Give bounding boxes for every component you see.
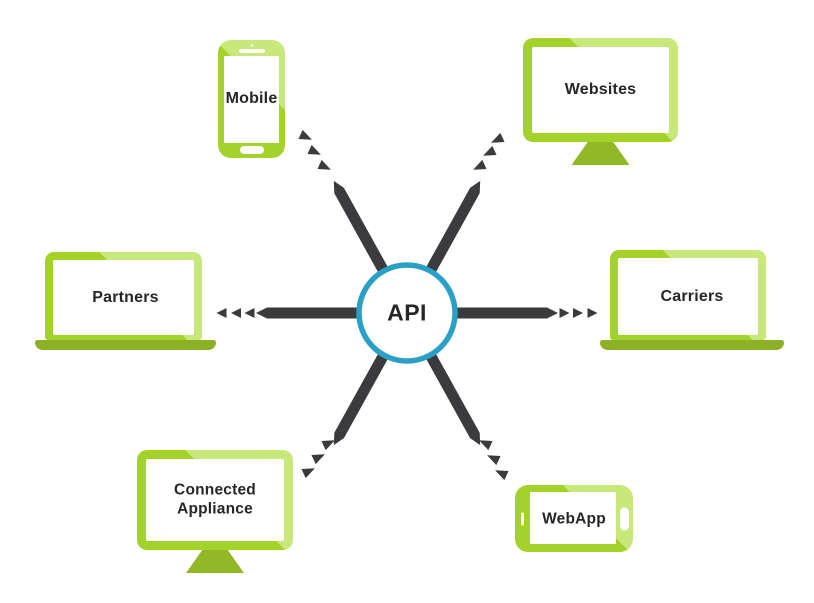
laptop-base bbox=[600, 340, 784, 350]
phone-home-button bbox=[620, 507, 629, 530]
node-webapp: WebApp bbox=[515, 485, 633, 552]
device-screen bbox=[53, 260, 194, 335]
hub-label: API bbox=[387, 299, 427, 326]
phone-speaker-slot bbox=[521, 512, 524, 525]
phone-home-button bbox=[239, 146, 264, 154]
device-screen bbox=[532, 47, 669, 133]
desktop-monitor-icon bbox=[137, 450, 293, 550]
connector-dashes-bottom-right bbox=[479, 440, 509, 481]
hub-circle bbox=[356, 262, 458, 364]
laptop-base bbox=[35, 340, 216, 350]
device-screen bbox=[530, 492, 616, 544]
monitor-stand bbox=[186, 550, 244, 573]
laptop-icon bbox=[45, 252, 202, 340]
node-label-websites: Websites bbox=[564, 81, 637, 98]
node-mobile: Mobile bbox=[218, 40, 285, 158]
laptop-icon bbox=[610, 250, 766, 340]
connector-spoke-bottom-left bbox=[333, 354, 388, 446]
connector-dashes-bottom-left bbox=[301, 440, 335, 479]
connector-dashes-top-left bbox=[298, 129, 331, 170]
connector-spoke-bottom-right bbox=[426, 354, 481, 446]
connector-spoke-top-left bbox=[333, 180, 388, 272]
desktop-monitor-icon bbox=[523, 38, 678, 142]
node-label-carriers: Carriers bbox=[660, 288, 724, 305]
connector-dashes-top-right bbox=[473, 132, 505, 170]
node-websites: Websites bbox=[523, 38, 678, 165]
node-label-partners: Partners bbox=[92, 289, 159, 306]
connector-spoke-top-right bbox=[426, 180, 481, 272]
connector-spoke-left bbox=[216, 307, 357, 319]
phone-camera-dot bbox=[250, 44, 253, 47]
device-screen bbox=[224, 56, 279, 143]
node-partners: Partners bbox=[35, 252, 216, 350]
node-label-connected-appliance: Connected Appliance bbox=[174, 481, 256, 518]
node-label-webapp: WebApp bbox=[542, 509, 606, 527]
device-screen bbox=[618, 258, 758, 335]
smartphone-portrait-icon bbox=[218, 40, 285, 158]
node-label-mobile: Mobile bbox=[225, 90, 278, 107]
node-carriers: Carriers bbox=[600, 250, 784, 350]
connector-spoke-right bbox=[457, 307, 598, 319]
device-screen bbox=[146, 459, 284, 541]
phone-speaker-slot bbox=[238, 49, 265, 53]
monitor-stand bbox=[571, 142, 630, 165]
smartphone-landscape-icon bbox=[515, 485, 633, 552]
node-connected-appliance: Connected Appliance bbox=[137, 450, 293, 573]
